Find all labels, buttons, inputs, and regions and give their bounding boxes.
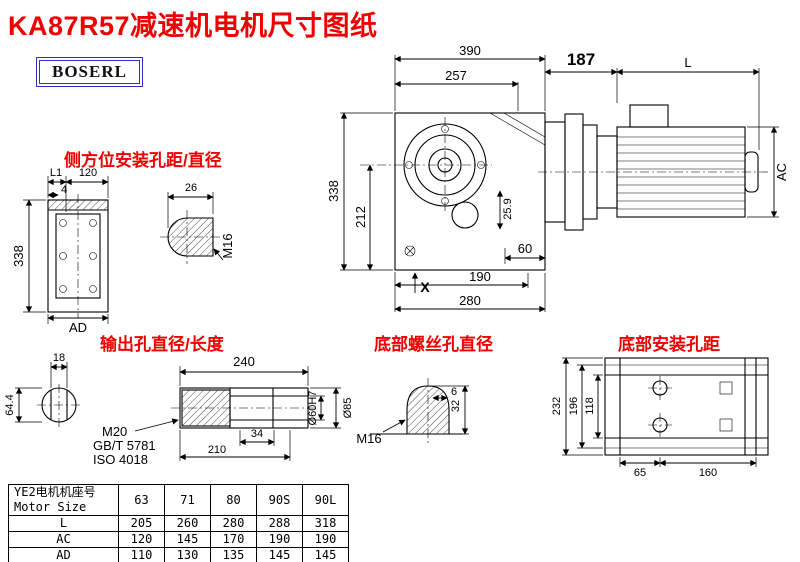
table-size-cell: 80	[210, 484, 257, 516]
table-header-motor-size: YE2电机机座号 Motor Size	[8, 484, 119, 516]
table-row-L: L 205 260 280 288 318	[8, 515, 349, 532]
side-mount-drawing: L1 120 4 338 AD 26 M16	[11, 167, 235, 335]
table-cell: 190	[302, 531, 349, 548]
dim-64-4: 64.4	[4, 394, 16, 415]
table-size-cell: 90S	[256, 484, 303, 516]
table-cell: 280	[210, 515, 257, 532]
bottom-screw-drawing: 32 6 M16	[356, 378, 469, 446]
table-cell: 318	[302, 515, 349, 532]
dim-6: 6	[451, 386, 457, 398]
label-bottom-mount: 底部安装孔距	[618, 335, 720, 354]
side-dimension-lines	[25, 178, 214, 322]
dim-187: 187	[567, 50, 595, 69]
dim-120: 120	[79, 167, 97, 179]
dim-338: 338	[326, 180, 341, 202]
dim-L: L	[684, 55, 691, 70]
dim-390: 390	[459, 43, 481, 58]
dim-32: 32	[450, 400, 462, 412]
brand-logo-box: BOSERL	[36, 57, 143, 87]
dim-232: 232	[551, 397, 563, 415]
screw-dimension-lines	[432, 385, 469, 435]
dim-M16-side: M16	[220, 233, 235, 258]
table-cell: 145	[302, 547, 349, 562]
dim-34: 34	[251, 428, 263, 440]
dim-65: 65	[634, 467, 646, 479]
dim-212: 212	[353, 206, 368, 228]
dim-240: 240	[233, 354, 255, 369]
dim-M16-screw: M16	[356, 431, 381, 446]
dim-160: 160	[699, 467, 717, 479]
dim-X: X	[420, 279, 430, 295]
main-dimension-lines	[340, 55, 778, 313]
dim-196: 196	[568, 397, 580, 415]
table-cell: 110	[118, 547, 165, 562]
side-view-outline	[47, 194, 109, 318]
table-header-en: Motor Size	[14, 500, 87, 514]
table-cell: 288	[256, 515, 303, 532]
dim-25-9: 25.9	[502, 198, 514, 219]
label-bottom-screw: 底部螺丝孔直径	[374, 335, 493, 354]
dim-bore-60H7: Ø60H7	[307, 391, 319, 426]
table-size-cell: 71	[164, 484, 211, 516]
shaft-section-view	[171, 387, 317, 429]
table-size-cell: 90L	[302, 484, 349, 516]
table-row-label: L	[8, 515, 119, 532]
table-row-AC: AC 120 145 170 190 190	[8, 531, 349, 548]
page-title: KA87R57减速机电机尺寸图纸	[8, 11, 378, 41]
brand-logo-text: BOSERL	[39, 60, 140, 84]
main-centerlines	[360, 117, 768, 213]
bottom-mount-drawing: 232 196 118 65 160	[551, 357, 769, 479]
bottom-dimension-lines	[562, 357, 757, 467]
label-standard-gb: GB/T 5781	[93, 438, 156, 453]
table-cell: 145	[164, 531, 211, 548]
dim-AC: AC	[774, 163, 789, 181]
table-row-AD: AD 110 130 135 145 145	[8, 547, 349, 562]
table-row-label: AC	[8, 531, 119, 548]
motor-size-table: YE2电机机座号 Motor Size 63 71 80 90S 90L L 2…	[8, 484, 349, 562]
main-assembly-drawing: 390 257 187 L 338 212 AC 25.9 60 X 190 2…	[326, 43, 789, 313]
output-extension-lines	[15, 362, 341, 461]
table-row-header: YE2电机机座号 Motor Size 63 71 80 90S 90L	[8, 484, 349, 516]
table-cell: 130	[164, 547, 211, 562]
dim-AD: AD	[69, 320, 87, 335]
dim-190: 190	[469, 269, 491, 284]
dim-4: 4	[61, 184, 67, 196]
table-cell: 135	[210, 547, 257, 562]
dim-L1: L1	[50, 167, 62, 179]
dim-280: 280	[459, 293, 481, 308]
side-pill-hole	[160, 210, 222, 264]
table-cell: 260	[164, 515, 211, 532]
label-thread-M20: M20	[102, 424, 127, 439]
dim-26: 26	[185, 182, 197, 194]
dim-338-side: 338	[11, 245, 26, 267]
screw-thread-leader	[382, 419, 406, 433]
table-cell: 170	[210, 531, 257, 548]
output-dimension-lines	[15, 363, 340, 461]
shaft-end-view	[37, 384, 81, 427]
table-size-cell: 63	[118, 484, 165, 516]
label-standard-iso: ISO 4018	[93, 452, 148, 467]
output-shaft-drawing: 18 64.4 240 M20 GB/T 5781 ISO 4018 34 21…	[4, 352, 354, 467]
table-cell: 205	[118, 515, 165, 532]
label-side-mount: 侧方位安装孔距/直径	[64, 151, 222, 170]
table-row-label: AD	[8, 547, 119, 562]
table-header-cn: YE2电机机座号	[14, 485, 96, 499]
dim-18: 18	[53, 352, 65, 364]
label-output-hole: 输出孔直径/长度	[100, 335, 224, 354]
dim-dia-85: Ø85	[342, 398, 354, 419]
table-cell: 190	[256, 531, 303, 548]
side-thread-leader	[213, 248, 224, 261]
bottom-outline	[604, 357, 769, 456]
dim-257: 257	[445, 68, 467, 83]
dim-60: 60	[518, 241, 532, 256]
dim-118: 118	[584, 397, 596, 415]
table-cell: 120	[118, 531, 165, 548]
motor-outline	[544, 104, 759, 231]
dim-210: 210	[208, 444, 226, 456]
table-cell: 145	[256, 547, 303, 562]
main-extension-lines	[340, 55, 779, 312]
thread-leader	[134, 418, 179, 432]
